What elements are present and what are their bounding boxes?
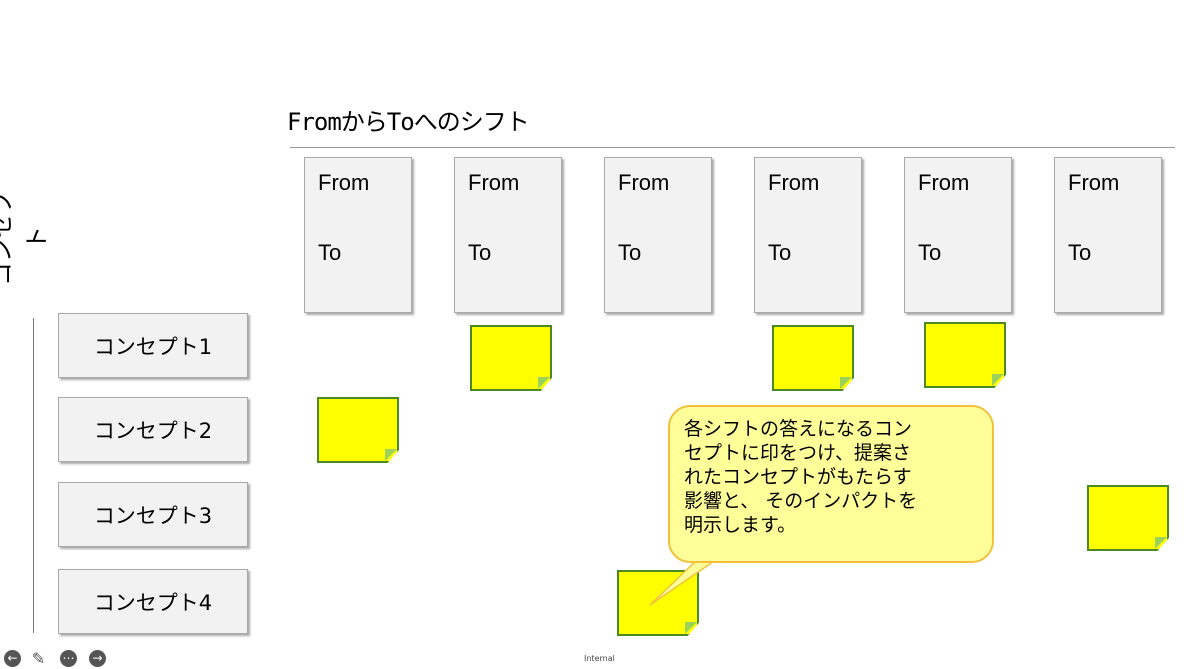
sticky-fold	[840, 377, 852, 389]
title-divider	[290, 147, 1175, 148]
previous-slide-icon[interactable]: ←	[4, 650, 21, 667]
concept-box: コンセプト3	[58, 482, 248, 547]
side-label: コンセプト	[0, 190, 51, 286]
callout-line: 影響と、 そのインパクトを	[684, 490, 918, 512]
callout-line: れたコンセプトがもたらす	[684, 466, 912, 488]
from-label: From	[318, 170, 370, 195]
sticky-note	[772, 325, 854, 391]
from-label: From	[768, 170, 820, 195]
concept-box: コンセプト1	[58, 313, 248, 378]
to-label: To	[1068, 240, 1092, 265]
to-label: To	[918, 240, 942, 265]
callout-line: 各シフトの答えになるコン	[684, 418, 913, 440]
next-slide-icon[interactable]: →	[89, 650, 106, 667]
sticky-fold	[538, 377, 550, 389]
callout-line: セプトに印をつけ、提案さ	[684, 442, 912, 464]
pen-icon[interactable]: ✎	[31, 649, 46, 668]
to-label: To	[468, 240, 492, 265]
slide-title: FromからToへのシフト	[287, 108, 530, 136]
from-label: From	[618, 170, 670, 195]
sticky-fold	[992, 374, 1004, 386]
to-label: To	[768, 240, 792, 265]
classification-footer: Internal	[584, 654, 615, 663]
callout-tail	[649, 556, 720, 606]
more-options-icon[interactable]: ⋯	[60, 650, 77, 667]
concept-box: コンセプト4	[58, 569, 248, 634]
concept-box: コンセプト2	[58, 397, 248, 462]
side-divider	[33, 318, 34, 633]
sticky-fold	[685, 622, 697, 634]
sticky-note	[470, 325, 552, 391]
from-label: From	[918, 170, 970, 195]
to-label: To	[318, 240, 342, 265]
callout-line: 明示します。	[684, 514, 797, 536]
callout-bubble: 各シフトの答えになるコン セプトに印をつけ、提案さ れたコンセプトがもたらす 影…	[668, 405, 994, 563]
from-label: From	[468, 170, 520, 195]
sticky-fold	[385, 449, 397, 461]
from-label: From	[1068, 170, 1120, 195]
to-label: To	[618, 240, 642, 265]
